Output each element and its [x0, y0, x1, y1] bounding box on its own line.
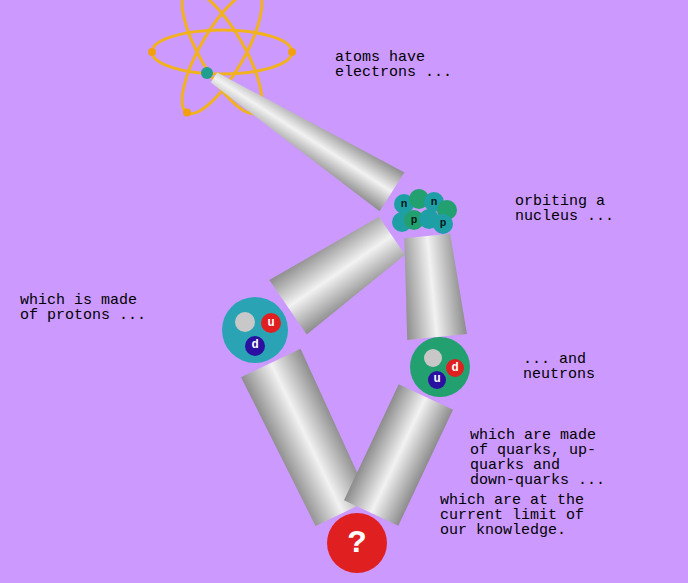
particle-blob	[433, 214, 453, 234]
stage-caption: which is made of protons ...	[20, 293, 148, 323]
particle-blob	[261, 313, 281, 333]
question-mark: ?	[347, 528, 366, 560]
stage-caption: which are at the current limit of our kn…	[440, 493, 595, 538]
nucleon-letter: n	[401, 199, 408, 210]
quark-letter: d	[251, 339, 258, 351]
nucleon-letter: n	[431, 197, 438, 208]
zoom-beam	[269, 217, 405, 335]
stage-caption: atoms have electrons ...	[335, 50, 454, 80]
electron	[148, 48, 156, 56]
unknown-limit: which are at the current limit of our kn…	[327, 513, 387, 573]
particle-blob	[235, 312, 255, 332]
electron-orbit	[152, 30, 292, 74]
node-outline	[200, 66, 214, 80]
neutron: ... and neutronsdu	[410, 337, 470, 397]
nucleus: orbiting a nucleus ...nnpp	[392, 190, 458, 236]
particle-blob	[446, 359, 464, 377]
stage-caption: which are made of quarks, up-quarks and …	[470, 428, 607, 488]
stage-caption: ... and neutrons	[523, 352, 597, 382]
zoom-beam	[344, 384, 453, 526]
nucleon-letter: p	[411, 215, 418, 226]
quark-letter: u	[433, 373, 440, 385]
particle-blob	[428, 371, 446, 389]
particle-ball	[410, 337, 470, 397]
proton: which is made of protons ...ud	[222, 297, 288, 363]
particle-blob	[245, 336, 265, 356]
atom-core: atoms have electrons ...	[200, 66, 214, 80]
zoom-beam	[404, 234, 467, 340]
nucleon-letter: p	[440, 218, 447, 229]
quark-letter: d	[451, 362, 458, 374]
zoom-beam	[211, 72, 405, 211]
node-outline	[222, 297, 288, 363]
particle-ball	[327, 513, 387, 573]
electron	[288, 48, 296, 56]
particle-blob	[201, 67, 213, 79]
stage-caption: orbiting a nucleus ...	[515, 194, 625, 224]
node-outline	[410, 337, 470, 397]
particle-ball	[222, 297, 288, 363]
particle-blob	[424, 349, 442, 367]
node-outline	[392, 190, 458, 236]
electron	[183, 109, 191, 117]
quark-letter: u	[267, 317, 274, 329]
